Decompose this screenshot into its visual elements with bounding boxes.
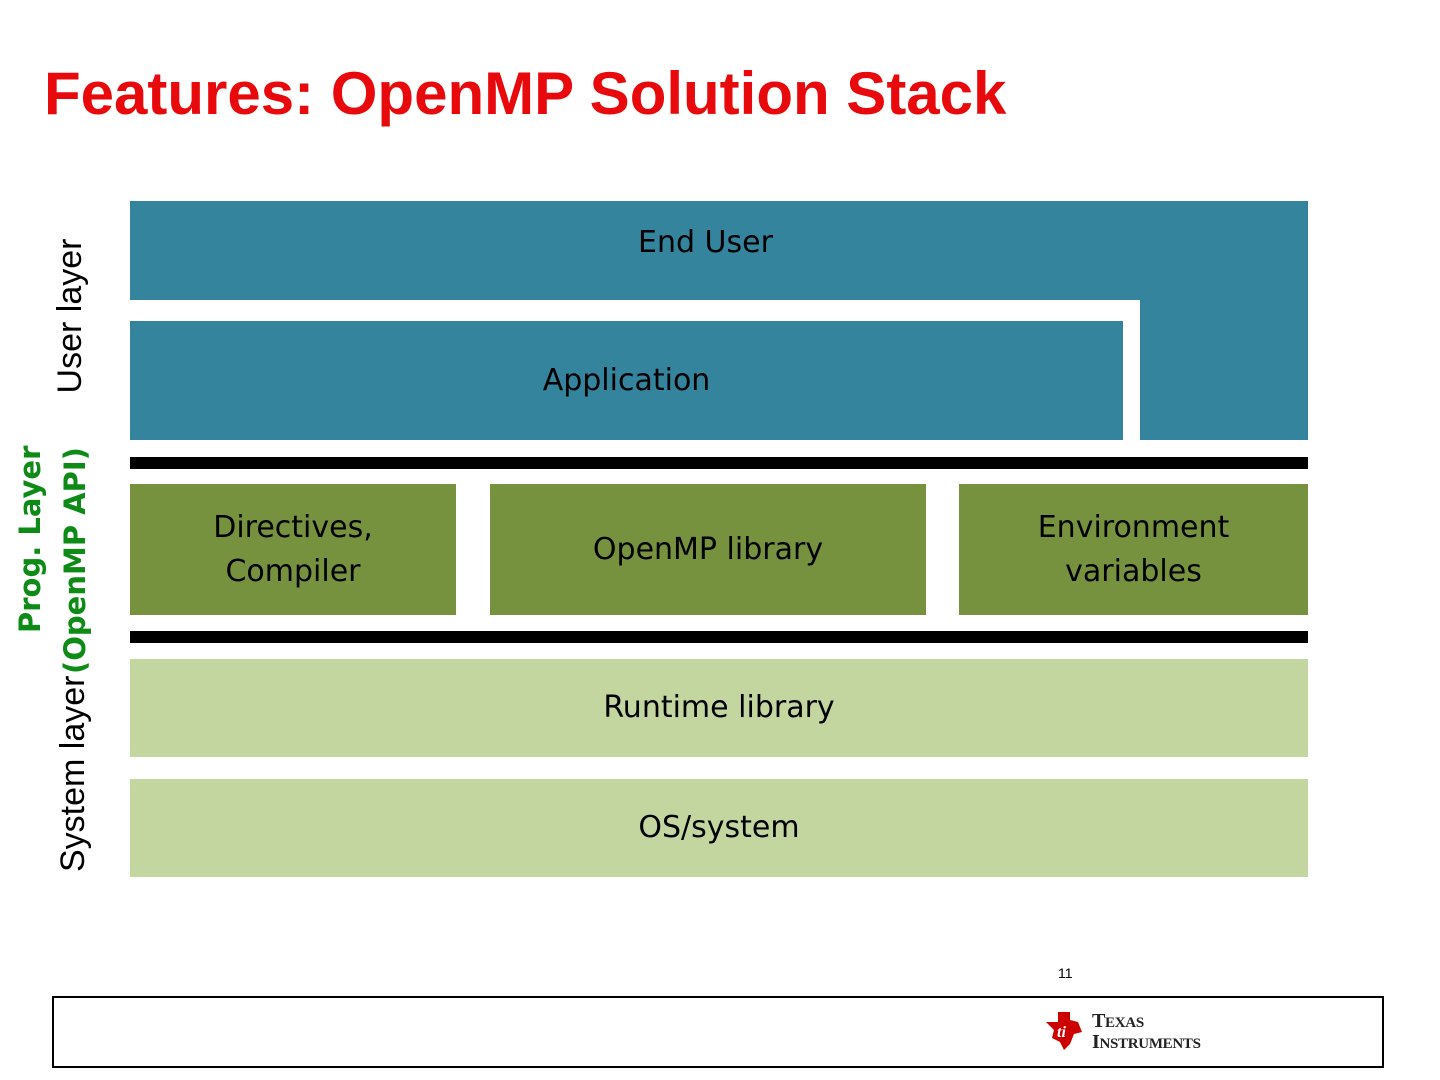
logo-line-1: Texas <box>1092 1010 1144 1032</box>
slide-title: Features: OpenMP Solution Stack <box>44 60 1007 127</box>
layer-divider-bottom <box>130 631 1308 643</box>
footer-bar <box>52 996 1384 1068</box>
environment-label: Environment <box>1037 509 1230 545</box>
page-number: 11 <box>1058 965 1073 981</box>
directives-label: Directives, <box>213 509 373 545</box>
openmp-library-label: OpenMP library <box>592 531 824 567</box>
application-block: Application <box>130 321 1123 440</box>
application-label: Application <box>542 362 711 398</box>
compiler-label: Compiler <box>225 553 361 589</box>
system-layer-label: System layer <box>54 675 92 873</box>
svg-text:ti: ti <box>1057 1024 1066 1041</box>
os-system-block: OS/system <box>130 779 1308 877</box>
logo-line-2: Instruments <box>1092 1031 1201 1053</box>
texas-instruments-logo: ti Texas Instruments <box>1044 1010 1201 1056</box>
layer-divider-top <box>130 457 1308 469</box>
environment-variables-block: Environment variables <box>959 484 1308 615</box>
variables-label: variables <box>1065 553 1202 589</box>
directives-compiler-block: Directives, Compiler <box>130 484 456 615</box>
runtime-library-label: Runtime library <box>603 690 835 725</box>
runtime-library-block: Runtime library <box>130 659 1308 757</box>
end-user-label: End User <box>638 225 773 260</box>
openmp-library-block: OpenMP library <box>490 484 926 615</box>
os-system-label: OS/system <box>638 810 800 845</box>
openmp-api-label: (OpenMP API) <box>58 447 92 674</box>
texas-instruments-logo-icon: ti <box>1044 1010 1084 1056</box>
end-user-block: End User <box>130 201 1308 300</box>
logo-wordmark: Texas Instruments <box>1092 1010 1201 1054</box>
end-user-block-extension <box>1140 299 1308 440</box>
user-layer-label: User layer <box>51 238 89 394</box>
prog-layer-label: Prog. Layer <box>13 445 47 633</box>
